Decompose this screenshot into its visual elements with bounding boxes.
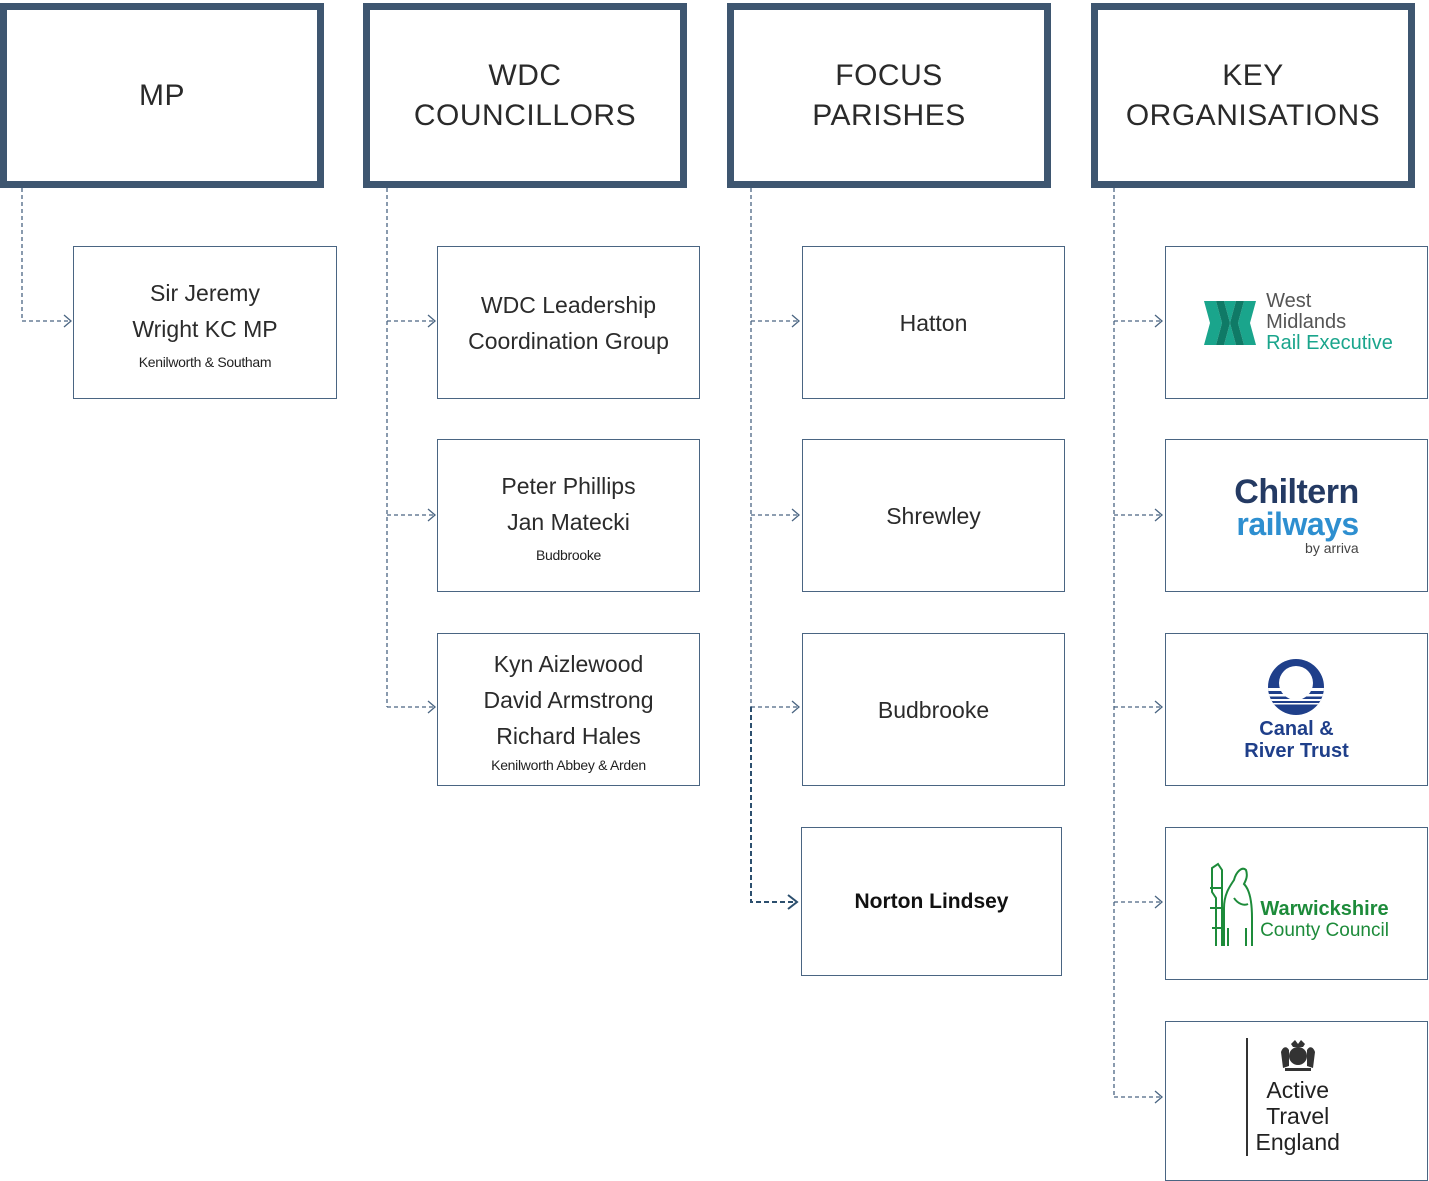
wdc-kenilworth-ward: Kenilworth Abbey & Arden — [491, 756, 646, 773]
ate-text-line1: Active — [1266, 1077, 1330, 1103]
connector-focus-4 — [750, 707, 796, 903]
wdc-budbrooke-ward: Budbrooke — [535, 546, 602, 563]
parish-name: Shrewley — [886, 502, 981, 529]
header-mp: MP — [0, 3, 324, 188]
wmre-text-line2: Midlands — [1266, 311, 1347, 333]
chiltern-text-line3: by arriva — [1305, 539, 1359, 556]
arrow-head — [63, 314, 72, 328]
arrow-head — [791, 314, 800, 328]
arrow-head — [1154, 314, 1163, 328]
crt-logo-icon — [1268, 658, 1325, 715]
org-box-wmre: West Midlands Rail Executive — [1165, 246, 1428, 399]
crt-text-line1: Canal & — [1259, 717, 1334, 740]
wdc-box-budbrooke: Peter Phillips Jan Matecki Budbrooke — [437, 439, 700, 592]
arrow-head — [427, 700, 436, 714]
wdc-leadership-name: WDC Leadership Coordination Group — [468, 291, 669, 354]
wdc-kenilworth-names: Kyn Aizlewood David Armstrong Richard Ha… — [483, 650, 654, 749]
parish-box-shrewley: Shrewley — [802, 439, 1065, 592]
crt-text-line2: River Trust — [1244, 739, 1349, 762]
wdc-budbrooke-names: Peter Phillips Jan Matecki — [501, 472, 636, 535]
parish-name-highlighted: Norton Lindsey — [854, 889, 1009, 913]
arrow-head — [1154, 700, 1163, 714]
header-key-organisations: KEY ORGANISATIONS — [1091, 3, 1415, 188]
arrow-head — [427, 508, 436, 522]
chiltern-text-line1: Chiltern — [1234, 472, 1359, 511]
royal-crest-icon — [1280, 1040, 1315, 1071]
header-focus-parishes: FOCUS PARISHES — [727, 3, 1051, 188]
arrow-head — [1154, 508, 1163, 522]
header-wdc-councillors: WDC COUNCILLORS — [363, 3, 687, 188]
org-box-chiltern: Chiltern railways by arriva — [1165, 439, 1428, 592]
parish-name: Budbrooke — [877, 696, 990, 723]
org-box-ate: Active Travel England — [1165, 1021, 1428, 1181]
arrow-head — [791, 700, 800, 714]
parish-box-budbrooke: Budbrooke — [802, 633, 1065, 786]
parish-box-hatton: Hatton — [802, 246, 1065, 399]
arrow-head — [791, 508, 800, 522]
parish-name: Hatton — [899, 309, 968, 336]
mp-constituency: Kenilworth & Southam — [138, 353, 272, 370]
ate-text-line2: Travel — [1266, 1103, 1330, 1129]
chiltern-text-line2: railways — [1236, 505, 1359, 542]
bear-and-staff-icon — [1210, 862, 1254, 946]
arrow-head — [1154, 895, 1163, 909]
arrow-head — [1154, 1090, 1163, 1104]
wdc-box-kenilworth: Kyn Aizlewood David Armstrong Richard Ha… — [437, 633, 700, 786]
wcc-text-line2: County Council — [1260, 919, 1389, 941]
arrow-head — [787, 894, 799, 910]
wmre-text-line1: West — [1266, 290, 1312, 312]
ate-text-line3: England — [1255, 1129, 1340, 1155]
connector-mp-1 — [21, 188, 70, 322]
wmre-text-line3: Rail Executive — [1266, 332, 1393, 354]
parish-box-norton-lindsey: Norton Lindsey — [801, 827, 1062, 976]
org-box-crt: Canal & River Trust — [1165, 633, 1428, 786]
mp-box: Sir Jeremy Wright KC MP Kenilworth & Sou… — [73, 246, 337, 399]
wdc-box-leadership: WDC Leadership Coordination Group — [437, 246, 700, 399]
wcc-text-line1: Warwickshire — [1260, 897, 1389, 920]
mp-name: Sir Jeremy Wright KC MP — [132, 279, 278, 342]
wmre-logo-icon — [1204, 300, 1257, 345]
arrow-head — [427, 314, 436, 328]
org-box-wcc: Warwickshire County Council — [1165, 827, 1428, 980]
ate-divider — [1246, 1038, 1248, 1156]
